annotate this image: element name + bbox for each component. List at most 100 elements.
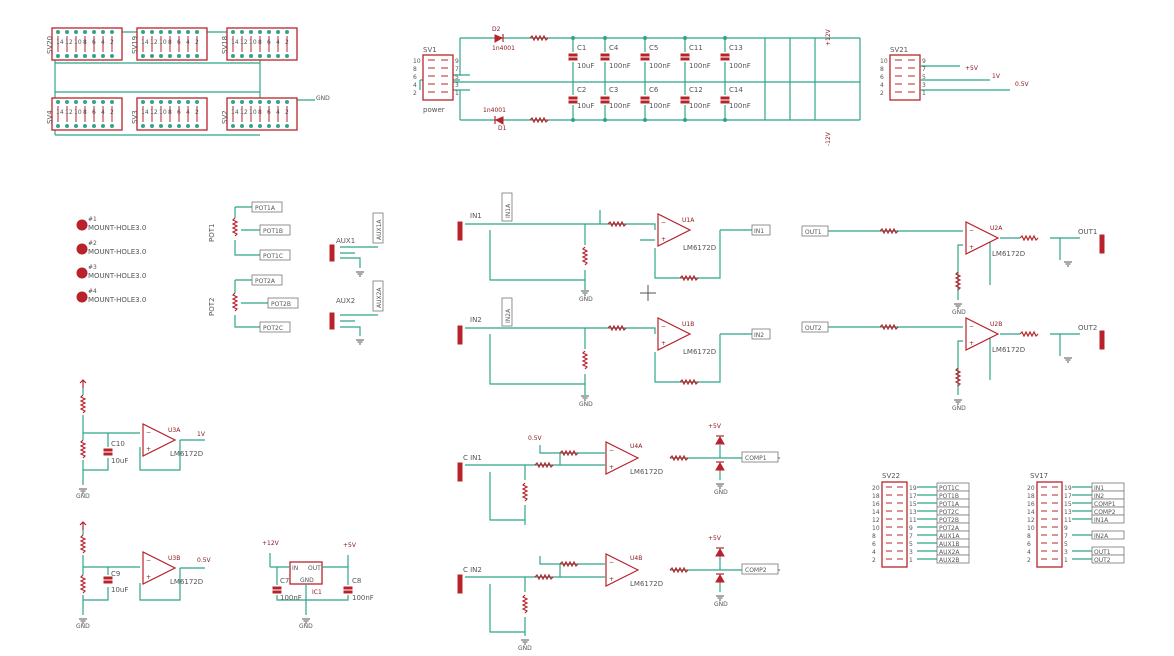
c-in2-label: C IN2 [463,566,482,574]
bank-gnd-label: GND [316,95,330,102]
pin-number: 9 [1064,525,1068,532]
minus12-label: -12V [825,131,832,146]
pin-number: 15 [909,501,917,508]
net-tag-text: IN2A [1094,533,1109,540]
u3b-label: U3B [168,555,180,562]
net-tag: IN1A [1091,514,1125,524]
cap-label: C3 [609,86,618,94]
mount-hole-id: #3 [88,264,97,271]
reg-5v: +5V [343,542,357,549]
pin-number: 14 [872,509,880,516]
net-tag-text: POT2A [255,278,276,285]
sv17-connector: SV17 2018161412108642191715131197531IN1I… [1027,472,1125,568]
net-tag-text: POT1A [255,205,276,212]
cap-label: C5 [649,44,658,52]
c9-value: 10uF [111,586,128,594]
cap-value: 100nF [609,102,631,110]
pin-number: 4 [1027,549,1031,556]
cap-value: 100nF [689,102,711,110]
connector-pin-number: 8 [168,109,172,116]
cap-value: 100nF [649,102,671,110]
connector-pin-number: 14 [56,109,64,116]
c8-label: C8 [352,577,361,585]
pin-number: 18 [1027,493,1035,500]
net-tag-text: POT1C [939,485,959,492]
connector-pin-number: 10 [159,109,167,116]
connector-pin-number: 6 [177,109,181,116]
pin-number: 3 [455,82,459,89]
pin-number: 3 [1064,549,1068,556]
mount-hole-label: MOUNT-HOLE3.0 [88,272,146,280]
in1a-tag: IN1A [505,203,512,218]
aux1a-tag: AUX1A [376,219,383,240]
pin-number: 2 [1027,557,1031,564]
pin-number: 13 [909,509,917,516]
d1-label: D1 [498,125,507,132]
u4a-label: U4A [630,443,643,450]
connector-pin-number: 8 [258,109,262,116]
connector-pin-number: 14 [141,109,149,116]
net-tag-text: OUT2 [1094,557,1111,564]
v05-label: 0.5V [1015,81,1030,88]
u2b-part: LM6172D [992,346,1025,354]
net-tag-text: POT1C [263,253,283,260]
u3a-part: LM6172D [170,450,203,458]
net-tag: OUT2 [1091,554,1125,564]
net-tag-text: POT1B [939,493,959,500]
pin-number: 13 [1064,509,1072,516]
pin-number: 5 [909,541,913,548]
cap-label: C4 [609,44,619,52]
cap-label: C6 [649,86,659,94]
connector-pin-number: 12 [150,39,158,46]
pin-number: 7 [1064,533,1068,540]
cap-value: 10uF [577,62,594,70]
pin-number: 7 [922,66,926,73]
pin-number: 4 [872,549,876,556]
net-tag-text: POT2B [939,517,959,524]
cap-label: C1 [577,44,586,52]
net-tag: AUX2B [936,554,970,564]
net-tag: POT2B [267,297,299,309]
c-in1-label: C IN1 [463,454,482,462]
c7-label: C7 [280,577,289,585]
pin-number: 16 [1027,501,1035,508]
cap-label: C14 [729,86,743,94]
aux1-label: AUX1 [336,237,355,245]
u2a-part: LM6172D [992,250,1025,258]
out-gnd-2: GND [952,405,966,412]
u3b-part: LM6172D [170,578,203,586]
v1-label: 1V [992,73,1001,80]
pin-number: 19 [1064,485,1072,492]
aux2a-tag: AUX2A [376,287,383,308]
pin-number: 20 [1027,485,1035,492]
vref-gnd-2: GND [76,623,90,630]
connector-pin-number: 4 [101,109,105,116]
sv22-label: SV22 [882,472,900,480]
comp2-tag: COMP2 [745,567,767,574]
pin-number: 9 [909,525,913,532]
pot1-label: POT1 [208,224,216,242]
pin-number: 9 [455,58,459,65]
d1-value: 1n4001 [483,107,506,114]
connector-pin-number: 6 [177,39,181,46]
connector-pin-number: 2 [285,39,289,46]
mount-holes: #1MOUNT-HOLE3.0#2MOUNT-HOLE3.0#3MOUNT-HO… [76,216,146,304]
connector-name: SV18 [221,36,229,54]
pin-number: 8 [1027,533,1031,540]
connector-pin-number: 6 [92,39,96,46]
net-tag-text: IN1 [1094,485,1104,492]
connector-pin-number: 2 [110,39,114,46]
net-tag-text: COMP1 [1094,501,1116,508]
pin-number: 19 [909,485,917,492]
pin-number: 6 [1027,541,1031,548]
pin-number: 6 [413,74,417,81]
pin-number: 10 [413,58,421,65]
net-tag-text: POT2C [263,325,283,332]
net-tag-text: AUX2A [939,549,960,556]
pin-number: 11 [909,517,917,524]
